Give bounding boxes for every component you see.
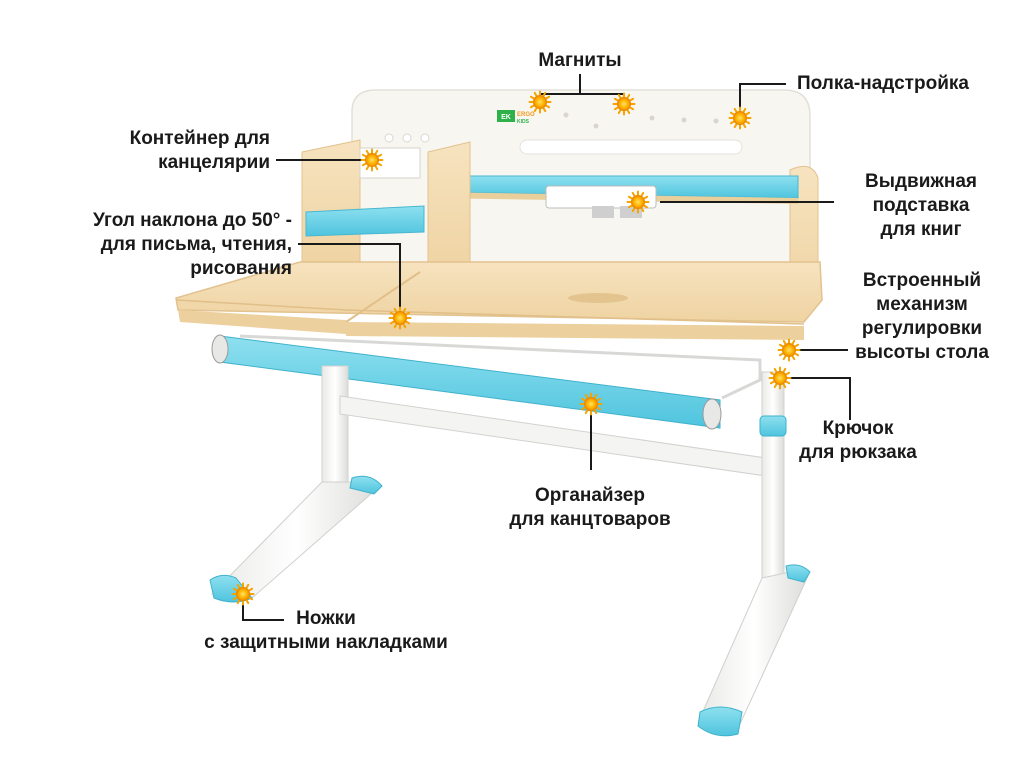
svg-text:EK: EK xyxy=(501,114,511,121)
marker-height-mechanism-icon xyxy=(777,338,801,362)
callout-markers xyxy=(231,90,801,606)
marker-container-icon xyxy=(360,148,384,172)
marker-book-stand-icon xyxy=(626,190,650,214)
label-height-mechanism: Встроенный механизм регулировки высоты с… xyxy=(855,270,989,363)
label-hook: Крючок для рюкзака xyxy=(799,418,917,463)
brand-logo: EK ERGO KIDS xyxy=(497,110,535,125)
stationery-container xyxy=(301,139,471,275)
label-tilt: Угол наклона до 50° - для письма, чтения… xyxy=(92,210,292,279)
label-container: Контейнер для канцелярии xyxy=(129,128,270,173)
svg-text:ERGO: ERGO xyxy=(517,112,535,118)
marker-organizer-icon xyxy=(579,392,603,416)
desk-frame xyxy=(209,365,811,737)
desktop xyxy=(175,261,823,340)
svg-text:KIDS: KIDS xyxy=(517,119,530,125)
label-legs: Ножки с защитными накладками xyxy=(204,608,448,653)
marker-shelf-icon xyxy=(728,106,752,130)
label-shelf: Полка-надстройка xyxy=(797,73,969,94)
marker-tilt-icon xyxy=(388,306,412,330)
marker-magnet-2-icon xyxy=(612,92,636,116)
label-organizer: Органайзер для канцтоваров xyxy=(509,485,671,530)
label-magnets: Магниты xyxy=(538,50,622,71)
organizer-drawer xyxy=(211,334,762,430)
label-book-stand: Выдвижная подставка для книг xyxy=(865,171,977,240)
marker-legs-icon xyxy=(231,582,255,606)
marker-magnet-1-icon xyxy=(528,90,552,114)
marker-hook-icon xyxy=(768,366,792,390)
